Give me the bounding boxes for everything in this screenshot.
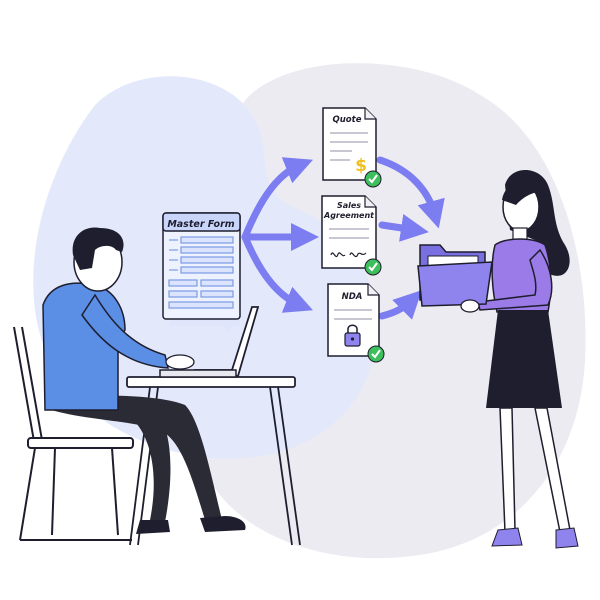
checkmark-icon (367, 345, 385, 363)
woman-hand (460, 299, 480, 313)
document-sales-agreement: Sales Agreement (321, 195, 382, 276)
checkmark-icon (364, 258, 382, 276)
arrow-to-nda (241, 233, 313, 313)
lock-icon (344, 324, 361, 347)
document-sales-title-line2: Agreement (323, 211, 375, 220)
arrow-sales-to-folder (378, 214, 429, 242)
form-fields (168, 236, 234, 309)
man-shoe (136, 520, 170, 534)
man-at-desk (13, 227, 301, 546)
document-quote-title: Quote (333, 115, 362, 125)
chair (13, 326, 134, 541)
woman-skirt (486, 310, 562, 408)
arrow-quote-to-folder (376, 156, 445, 229)
folder-icon (417, 244, 493, 307)
man-hair (72, 227, 124, 270)
dollar-icon: $ (355, 156, 367, 176)
arrow-to-quote (241, 157, 313, 241)
master-form-title: Master Form (167, 219, 234, 230)
document-sales-title-line1: Sales (337, 201, 361, 210)
signature-icon (330, 252, 367, 258)
laptop-icon (159, 306, 260, 378)
document-quote: Quote $ (322, 107, 382, 188)
woman-with-folder (417, 170, 579, 549)
man-legs (45, 395, 222, 520)
document-nda: NDA (327, 283, 385, 363)
man-shoe (200, 516, 246, 532)
woman-shoe (491, 527, 523, 547)
man-hand (165, 354, 195, 370)
master-form: Master Form (162, 212, 241, 334)
flow-arrows (241, 156, 445, 320)
checkmark-icon (364, 170, 382, 188)
document-nda-title: NDA (342, 292, 363, 302)
arrow-nda-to-folder (378, 290, 422, 320)
woman-shoe (555, 527, 579, 549)
